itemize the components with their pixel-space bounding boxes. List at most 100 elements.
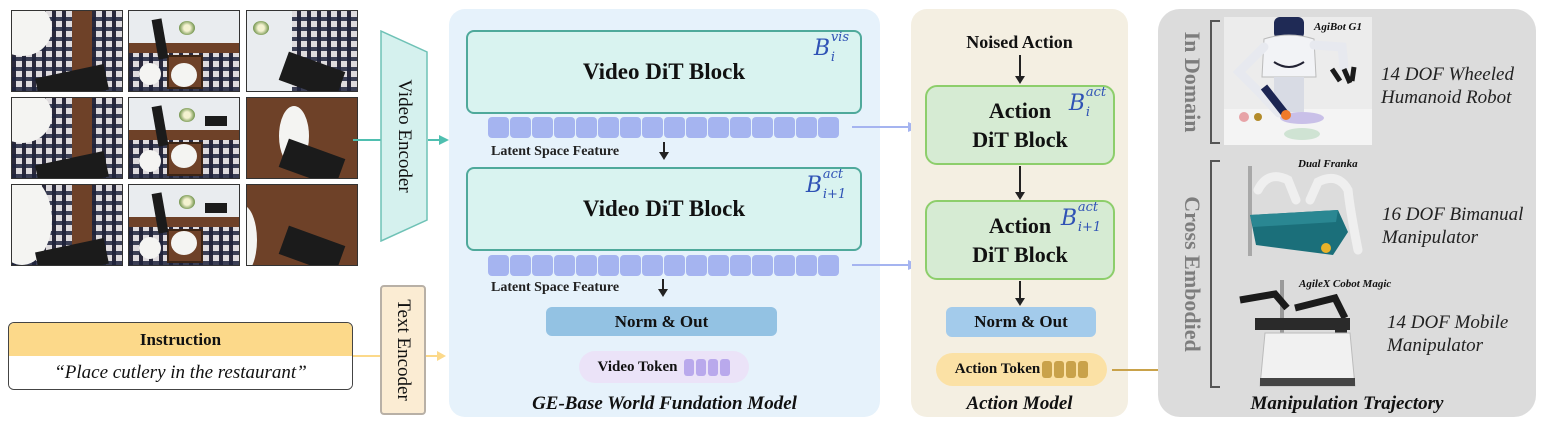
noised-action-label: Noised Action bbox=[966, 32, 1073, 52]
latent-token bbox=[686, 255, 707, 276]
dof-line1: 14 DOF Mobile bbox=[1387, 312, 1509, 333]
down-arrow-icon bbox=[1015, 166, 1025, 200]
latent-token bbox=[510, 117, 531, 138]
down-arrow-icon bbox=[658, 279, 668, 297]
latent-token bbox=[576, 255, 597, 276]
latent-token bbox=[488, 255, 509, 276]
block-label-base: B bbox=[1060, 206, 1077, 231]
latent-token bbox=[554, 255, 575, 276]
video-token-square bbox=[696, 358, 707, 376]
latent-token bbox=[730, 117, 751, 138]
video-encoder-label: Video Encoder bbox=[394, 79, 415, 193]
latent-token-row-1 bbox=[488, 117, 839, 138]
video-token-label: Video Token bbox=[597, 358, 678, 375]
encoder-to-ge-arrowhead bbox=[439, 135, 449, 145]
latent-token bbox=[774, 255, 795, 276]
latent-token bbox=[642, 255, 663, 276]
robot-name-dual-franka: Dual Franka bbox=[1298, 158, 1358, 170]
latent-space-feature-label-1: Latent Space Feature bbox=[491, 144, 620, 159]
instruction-header: Instruction bbox=[9, 323, 352, 356]
block-label-sup: vis bbox=[830, 30, 850, 45]
robot-name-agibot-g1: AgiBot G1 bbox=[1314, 21, 1362, 33]
action-token-square bbox=[1078, 361, 1089, 378]
dof-line1: 14 DOF Wheeled bbox=[1381, 64, 1514, 85]
latent-token bbox=[796, 117, 817, 138]
latent-token bbox=[774, 117, 795, 138]
block-label-sub: i bbox=[830, 50, 835, 65]
block-label-sup: act bbox=[1077, 200, 1099, 215]
latent-token bbox=[598, 255, 619, 276]
latent-token bbox=[796, 255, 817, 276]
cross-embodied-label: Cross Embodied bbox=[1180, 196, 1205, 352]
action-dit-title-line1: Action bbox=[988, 213, 1052, 238]
dof-line2: Manipulator bbox=[1382, 227, 1479, 248]
latent-space-feature-label-2: Latent Space Feature bbox=[491, 280, 620, 295]
dof-line2: Manipulator bbox=[1387, 335, 1484, 356]
latent-token-row-2 bbox=[488, 255, 839, 276]
latent-token bbox=[554, 117, 575, 138]
latent-to-action-line-1 bbox=[852, 126, 910, 128]
text-encoder-to-ge-line bbox=[426, 355, 438, 357]
in-domain-bracket bbox=[1210, 20, 1220, 144]
video-dit-block-1-title: Video DiT Block bbox=[582, 59, 746, 84]
instruction-box: Instruction “Place cutlery in the restau… bbox=[8, 322, 353, 390]
text-encoder: Text Encoder bbox=[380, 285, 426, 415]
latent-token bbox=[620, 255, 641, 276]
agilex-cobot-magic-image bbox=[1235, 278, 1385, 388]
dof-dual-franka: 16 DOF Bimanual Manipulator bbox=[1382, 203, 1523, 249]
block-label-base: B bbox=[1068, 91, 1085, 116]
latent-token bbox=[708, 117, 729, 138]
agibot-g1-image bbox=[1224, 17, 1372, 145]
instruction-to-text-encoder-line bbox=[353, 355, 381, 357]
block-label-base: B bbox=[805, 173, 822, 198]
dof-agibot-g1: 14 DOF Wheeled Humanoid Robot bbox=[1381, 63, 1514, 109]
ge-base-caption: GE-Base World Fundation Model bbox=[532, 393, 797, 414]
video-token-square bbox=[708, 358, 719, 376]
dof-line2: Humanoid Robot bbox=[1381, 87, 1512, 108]
dof-agilex: 14 DOF Mobile Manipulator bbox=[1387, 311, 1508, 357]
block-label-base: B bbox=[813, 36, 830, 61]
manipulation-trajectory-caption: Manipulation Trajectory bbox=[1250, 393, 1444, 414]
instruction-text: “Place cutlery in the restaurant” bbox=[9, 356, 352, 389]
latent-token bbox=[664, 117, 685, 138]
block-label-sub: i+1 bbox=[1077, 220, 1102, 235]
action-token-square bbox=[1066, 361, 1077, 378]
ge-norm-out: Norm & Out bbox=[546, 307, 777, 336]
action-model-caption: Action Model bbox=[966, 393, 1073, 414]
video-frame bbox=[11, 97, 123, 179]
text-encoder-to-ge-arrowhead bbox=[437, 351, 446, 361]
video-frame bbox=[246, 184, 358, 266]
encoder-to-ge-line bbox=[428, 139, 440, 141]
action-token-square bbox=[1042, 361, 1053, 378]
latent-token bbox=[620, 117, 641, 138]
down-arrow-icon bbox=[1015, 281, 1025, 306]
action-dit-title-line1: Action bbox=[988, 98, 1052, 123]
video-token: Video Token bbox=[579, 351, 749, 383]
latent-token bbox=[532, 255, 553, 276]
action-dit-title-line2: DiT Block bbox=[972, 242, 1068, 267]
video-frame bbox=[11, 10, 123, 92]
action-dit-block-1-title: Action DiT Block bbox=[927, 96, 1113, 154]
latent-token bbox=[488, 117, 509, 138]
latent-token bbox=[752, 255, 773, 276]
latent-token bbox=[686, 117, 707, 138]
video-frame bbox=[128, 97, 240, 179]
action-to-trajectory-line bbox=[1112, 369, 1172, 371]
down-arrow-icon bbox=[1015, 55, 1025, 84]
robot-name-agilex-cobot-magic: AgileX Cobot Magic bbox=[1299, 278, 1392, 290]
action-dit-title-line2: DiT Block bbox=[972, 127, 1068, 152]
down-arrow-icon bbox=[659, 142, 669, 160]
cross-embodied-bracket bbox=[1210, 160, 1220, 388]
video-frame bbox=[128, 10, 240, 92]
action-token-label: Action Token bbox=[954, 361, 1041, 377]
latent-token bbox=[510, 255, 531, 276]
frames-to-encoder-line bbox=[353, 139, 383, 141]
video-frame bbox=[246, 10, 358, 92]
